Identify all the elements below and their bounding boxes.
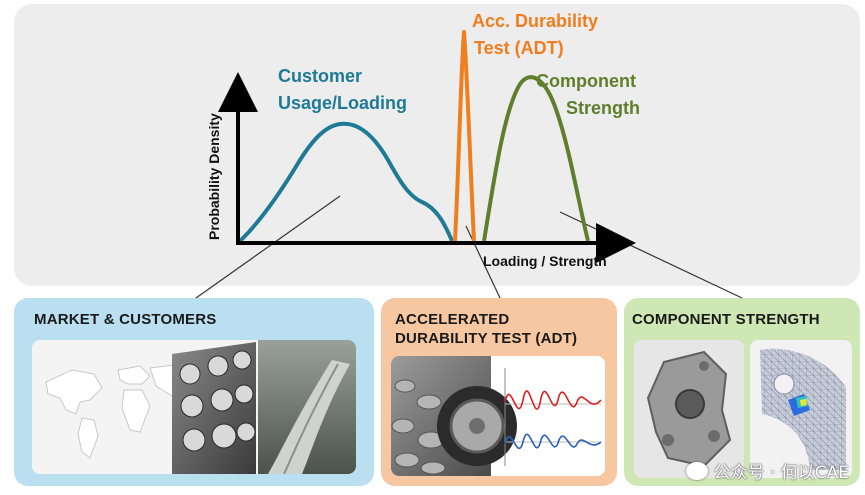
adt-image-area <box>391 356 605 476</box>
cobblestone-road-photo <box>391 356 517 476</box>
market-illustration <box>45 340 356 474</box>
watermark-text: 公众号 · 何以CAE <box>713 463 849 483</box>
fe-mesh-illustration <box>760 348 846 470</box>
adt-curve <box>453 30 476 242</box>
customer-usage-curve <box>238 121 454 243</box>
callout-lines <box>195 195 743 299</box>
knuckle-part-illustration <box>634 340 744 478</box>
axes <box>218 72 636 263</box>
adt-illustration <box>391 356 602 476</box>
watermark: 公众号 · 何以CAE <box>685 458 849 483</box>
road-photo <box>258 340 356 474</box>
load-signal-plot <box>504 368 602 466</box>
market-title: MARKET & CUSTOMERS <box>34 311 217 328</box>
callout-line-adt <box>465 225 501 299</box>
callout-line-component <box>559 211 743 299</box>
market-image-area <box>32 340 356 474</box>
y-axis-label: Probability Density <box>206 113 222 240</box>
adt-box: ACCELERATED DURABILITY TEST (ADT) <box>381 298 617 486</box>
customer-faces-collage <box>172 342 256 474</box>
component-strength-curve <box>482 75 590 242</box>
x-axis-label: Loading / Strength <box>483 253 607 269</box>
market-customers-box: MARKET & CUSTOMERS <box>14 298 374 486</box>
fe-mesh-image <box>750 340 852 478</box>
component-title: COMPONENT STRENGTH <box>632 311 820 328</box>
adt-title: ACCELERATED DURABILITY TEST (ADT) <box>395 311 578 347</box>
component-strength-box: COMPONENT STRENGTH <box>624 298 860 486</box>
wechat-icon <box>685 461 708 480</box>
callout-line-market <box>195 195 341 299</box>
distribution-panel <box>14 4 860 286</box>
component-photo <box>634 340 744 478</box>
